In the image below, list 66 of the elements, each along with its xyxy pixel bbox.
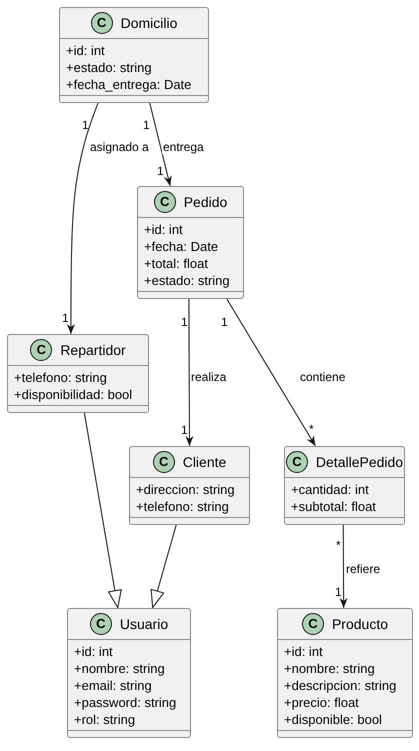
attribute-text: +subtotal: float [291,498,377,515]
multiplicity-label: 1 [82,118,89,132]
multiplicity-label: * [309,422,314,436]
edge-label: refiere [345,562,382,576]
class-name: DetallePedido [316,454,404,470]
attribute-text: +precio: float [284,694,360,711]
class-box [129,446,250,525]
attribute-text: +descripcion: string [284,677,398,694]
class-marker: C [90,12,113,34]
attribute-text: +rol: string [74,711,136,728]
class-box [284,446,405,525]
edge-label: entrega [162,140,205,154]
inheritance-arrow [150,524,177,608]
multiplicity-label: 1 [157,164,164,178]
attribute-text: +cantidad: int [291,481,370,498]
attribute-text: +estado: string [66,59,153,76]
class-name: Usuario [120,616,168,632]
edge-label: contiene [299,370,346,384]
class-marker: C [90,613,112,635]
multiplicity-label: 1 [62,311,69,325]
class-box [67,608,191,738]
attribute-text: +disponibilidad: bool [14,386,134,403]
attribute-text: +total: float [144,255,209,272]
association-arrow [66,102,98,334]
attribute-text: +fecha: Date [144,238,220,255]
class-marker: C [302,613,324,635]
multiplicity-label: 1 [143,118,150,132]
attribute-text: +email: string [74,677,153,694]
inheritance-arrow [84,412,122,608]
association-arrow [226,298,316,446]
attribute-text: +id: int [144,221,184,238]
multiplicity-label: 1 [335,585,342,599]
class-name: Repartidor [60,342,126,358]
attribute-text: +telefono: string [136,498,230,515]
attribute-text: +telefono: string [14,369,108,386]
multiplicity-label: 1 [181,423,188,437]
association-arrow [340,524,348,608]
attribute-text: +disponible: bool [284,711,383,728]
attribute-text: +id: int [74,643,114,660]
attribute-text: +password: string [74,694,178,711]
class-name: Producto [332,616,388,632]
attribute-text: +direccion: string [136,481,236,498]
attribute-text: +estado: string [144,272,231,289]
edge-label: realiza [190,370,228,384]
edge-label: asignado a [89,140,150,154]
class-marker: C [152,451,175,473]
class-box [277,608,413,738]
multiplicity-label: 1 [221,315,228,329]
association-arrow [149,102,172,186]
class-name: Pedido [184,194,228,210]
class-marker: C [286,451,308,473]
attribute-text: +id: int [284,643,324,660]
class-marker: C [30,339,52,361]
attribute-text: +nombre: string [284,660,376,677]
association-arrow [185,298,194,446]
attribute-text: +fecha_entrega: Date [66,76,192,93]
class-box [7,334,149,413]
class-name: Cliente [182,454,226,470]
class-marker: C [154,191,176,213]
attribute-text: +id: int [66,42,106,59]
class-name: Domicilio [120,14,178,32]
multiplicity-label: * [336,538,341,552]
attribute-text: +nombre: string [74,660,166,677]
class-box [59,7,209,103]
multiplicity-label: 1 [181,315,188,329]
class-box [137,186,244,299]
